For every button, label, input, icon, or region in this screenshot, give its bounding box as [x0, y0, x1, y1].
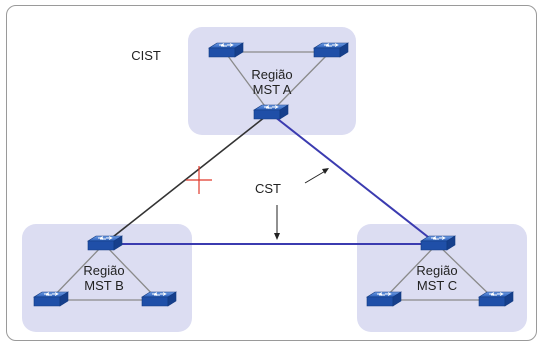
link-a-c	[269, 112, 438, 245]
region-c-label: Região MST C	[411, 263, 463, 293]
switch-icon	[87, 235, 123, 251]
link-a-b	[103, 112, 271, 245]
cst-label: CST	[255, 181, 281, 196]
region-b-label-line2: MST B	[84, 278, 124, 293]
switch-icon	[208, 42, 244, 58]
arrow-icon	[274, 205, 280, 240]
region-a-label-line2: MST A	[252, 82, 292, 97]
switch-icon	[366, 291, 402, 307]
switch-icon	[420, 235, 456, 251]
region-b-label: Região MST B	[78, 263, 130, 293]
blocked-port-icon	[186, 166, 212, 194]
region-c-label-line1: Região	[416, 263, 458, 278]
region-a-label-line1: Região	[251, 67, 293, 82]
switch-icon	[313, 42, 349, 58]
switch-icon	[33, 291, 69, 307]
arrow-icon	[304, 168, 329, 184]
cist-label: CIST	[131, 48, 161, 63]
switch-icon	[141, 291, 177, 307]
switch-icon	[478, 291, 514, 307]
region-a-label: Região MST A	[246, 67, 298, 97]
switch-icon	[253, 104, 289, 120]
region-c-label-line2: MST C	[416, 278, 458, 293]
region-b-label-line1: Região	[83, 263, 125, 278]
